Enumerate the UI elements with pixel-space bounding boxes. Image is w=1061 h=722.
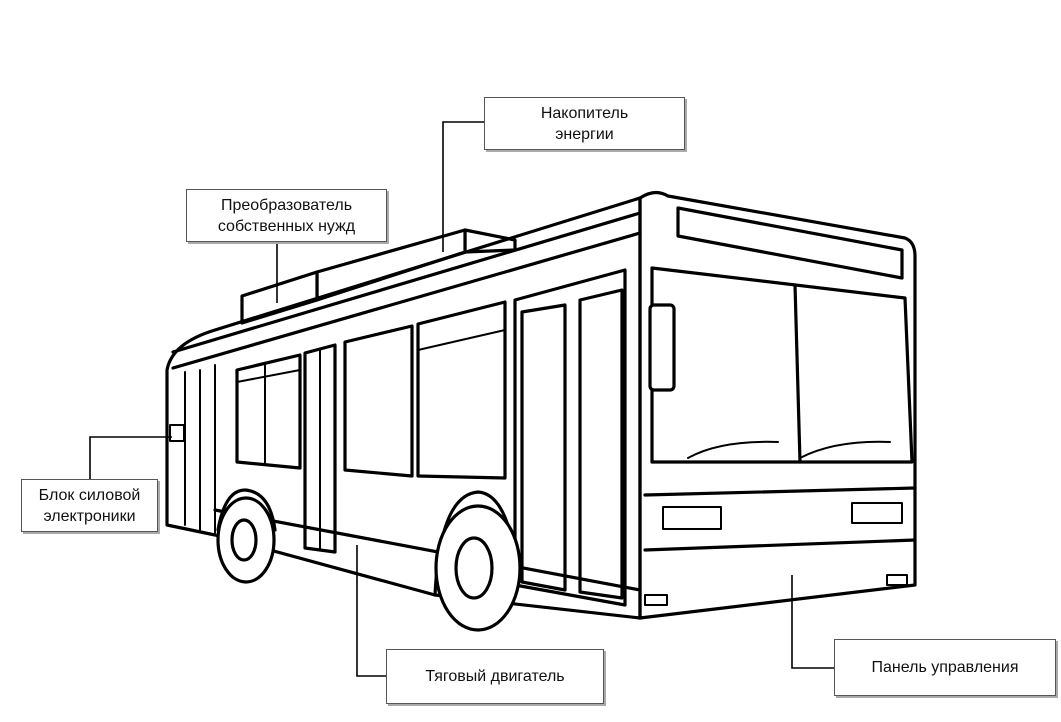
bumper-bottom [643, 538, 917, 552]
window-rear-rail [236, 369, 301, 383]
wiper-right [799, 440, 891, 459]
door-front-frame [513, 268, 627, 607]
window-mid-2 [416, 300, 507, 480]
door-middle [303, 343, 337, 554]
leader-lines [89, 121, 834, 677]
roof-unit-rear [240, 270, 319, 325]
bus-side-body [165, 196, 642, 620]
destination-sign [676, 206, 904, 280]
side-mirror [648, 303, 676, 392]
door-front-left [520, 303, 567, 592]
bus-drawing [165, 190, 917, 632]
windshield-divider [793, 283, 802, 464]
window-mid-1 [343, 324, 414, 478]
leader-power-electronics [89, 436, 172, 479]
bumper-top [643, 486, 917, 497]
door-front-right [578, 288, 624, 600]
roof-line-lower [171, 231, 642, 370]
window-rear [235, 353, 302, 470]
front-face [638, 190, 917, 620]
leader-control-panel [791, 575, 834, 669]
fog-light-left [644, 594, 668, 606]
skirt-line [213, 508, 642, 592]
rear-wheel-tire [216, 496, 276, 584]
label-traction-motor: Тяговый двигатель [386, 649, 604, 704]
leader-energy-storage [442, 121, 484, 252]
label-aux-converter: Преобразователь собственных нужд [186, 189, 387, 242]
label-energy-storage: Накопитель энергии [484, 97, 685, 150]
headlight-right [851, 502, 903, 524]
windshield [650, 266, 914, 464]
window-mid-rail [417, 329, 506, 351]
front-wheel-hub [454, 536, 494, 600]
fog-light-right [886, 574, 908, 586]
label-power-electronics: Блок силовой электроники [21, 479, 158, 532]
rear-wheel-hub [230, 518, 258, 562]
label-control-panel: Панель управления [834, 639, 1056, 696]
front-wheel-tire [434, 504, 522, 632]
roof-line-upper [171, 211, 642, 354]
wiper-left [687, 440, 779, 459]
headlight-left [662, 506, 722, 530]
rear-vent [169, 424, 185, 442]
rear-wheel-arch [216, 488, 277, 532]
leader-traction-motor [356, 545, 386, 677]
